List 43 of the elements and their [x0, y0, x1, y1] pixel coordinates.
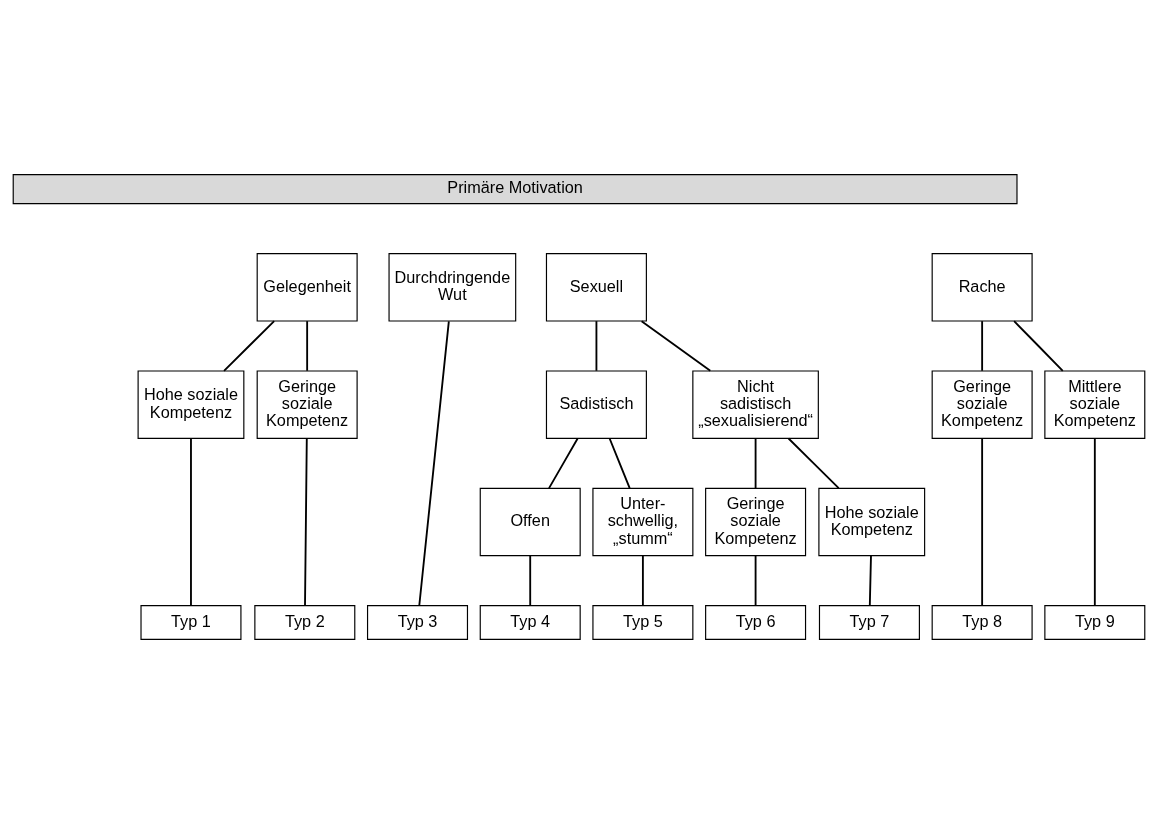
- connector: [641, 554, 644, 607]
- connector: [754, 437, 757, 490]
- node-box: Unter- schwellig, „stumm“: [592, 487, 694, 557]
- connector: [868, 554, 872, 607]
- connector: [608, 437, 631, 490]
- node-box: Sadistisch: [545, 370, 647, 439]
- node-box: Typ 7: [818, 605, 920, 640]
- node-box: Typ 5: [592, 605, 694, 640]
- connector: [548, 437, 579, 490]
- connector: [304, 437, 308, 607]
- node-box: Typ 6: [705, 605, 807, 640]
- connector: [306, 320, 309, 372]
- node-box: Geringe soziale Kompetenz: [705, 487, 807, 557]
- node-box: Nicht sadistisch „sexualisierend“: [692, 370, 819, 439]
- connector: [1093, 437, 1096, 607]
- node-box: Typ 8: [931, 605, 1033, 640]
- node-box: Primäre Motivation: [12, 174, 1018, 205]
- node-box: Typ 2: [254, 605, 356, 640]
- node-box: Hohe soziale Kompetenz: [137, 370, 245, 439]
- node-box: Mittlere soziale Kompetenz: [1044, 370, 1146, 439]
- node-box: Typ 1: [140, 605, 242, 640]
- node-box: Rache: [931, 253, 1033, 322]
- node-box: Typ 9: [1044, 605, 1146, 640]
- connector: [190, 437, 192, 607]
- node-box: Offen: [479, 487, 581, 557]
- connector: [223, 320, 276, 372]
- node-box: Typ 3: [367, 605, 469, 640]
- connector: [529, 554, 532, 607]
- connector: [981, 320, 984, 372]
- connector: [787, 437, 840, 490]
- node-box: Typ 4: [479, 605, 581, 640]
- node-box: Sexuell: [545, 253, 647, 322]
- connector: [754, 554, 757, 607]
- node-box: Durchdringende Wut: [388, 253, 517, 322]
- node-box: Gelegenheit: [256, 253, 358, 322]
- connector: [418, 320, 450, 607]
- connector: [1013, 320, 1064, 372]
- connector: [640, 320, 712, 372]
- node-box: Hohe soziale Kompetenz: [818, 487, 926, 557]
- node-box: Geringe soziale Kompetenz: [256, 370, 358, 439]
- connector: [981, 437, 984, 607]
- node-box: Geringe soziale Kompetenz: [931, 370, 1033, 439]
- connector: [595, 320, 598, 372]
